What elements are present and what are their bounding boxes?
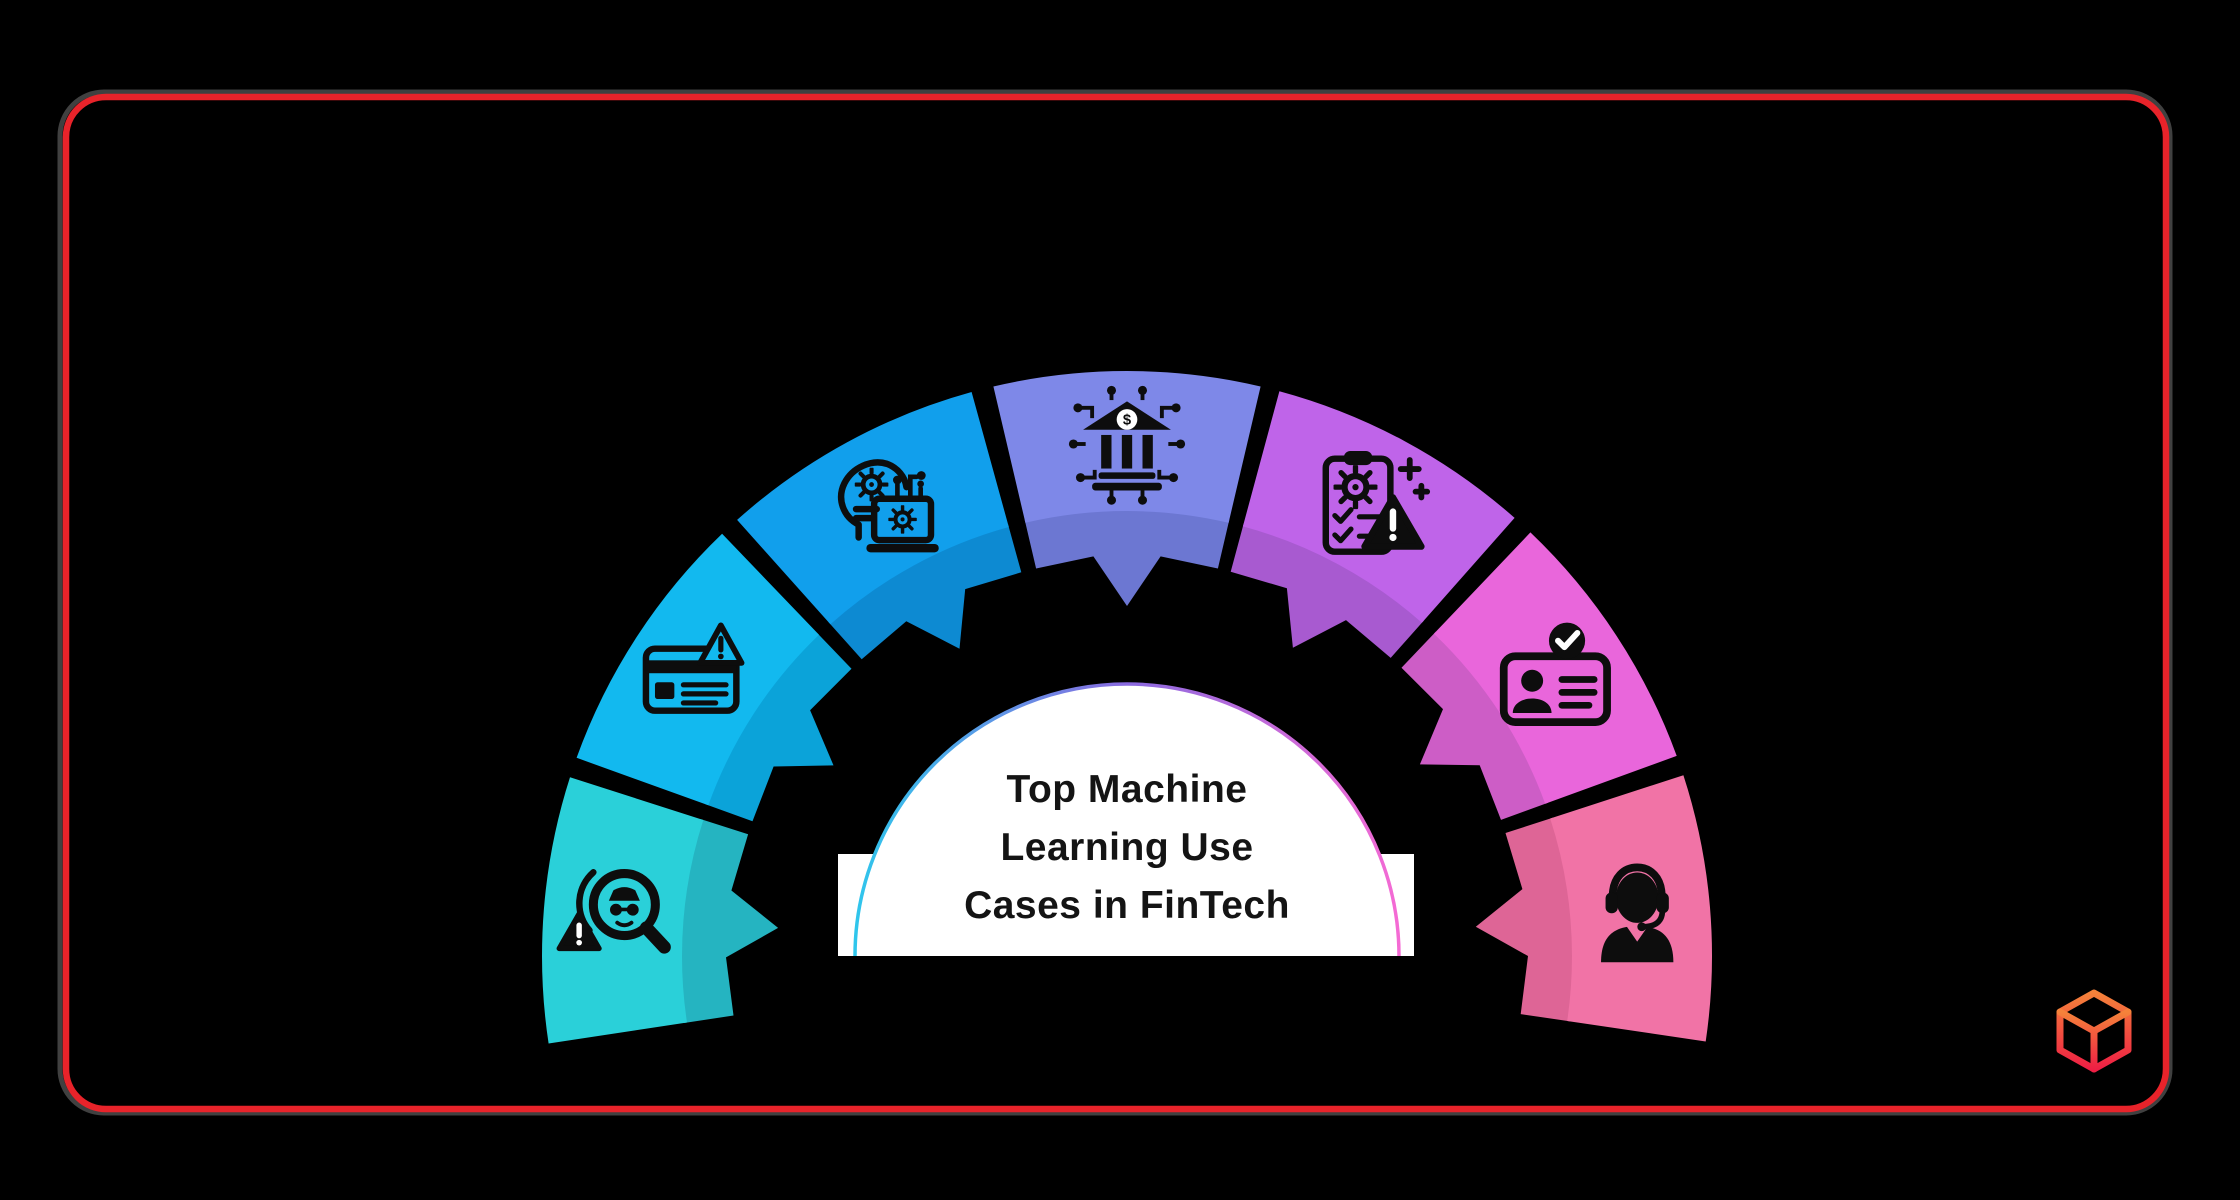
- segment-customer-support: [1475, 775, 1712, 1042]
- segment-inner-band: [705, 632, 852, 822]
- frame-border-shadow: [57, 89, 2173, 1116]
- segment-ai-machine-learning: [737, 392, 1022, 660]
- segments-fan: [542, 371, 1712, 1044]
- segment-inner-band: [1401, 631, 1548, 820]
- segment-inner-band: [678, 819, 779, 1023]
- cube-logo: [2056, 989, 2132, 1073]
- title-semicircle: [855, 684, 1399, 956]
- segment-identity-verification: [1401, 532, 1677, 820]
- segment-digital-banking: [993, 371, 1261, 606]
- segment-inner-band: [828, 524, 1022, 660]
- segment-outer-band: [1242, 391, 1515, 623]
- title-line-2: Learning Use: [1000, 826, 1253, 869]
- segment-credit-card-risk: [576, 533, 852, 822]
- title-line-1: Top Machine: [1007, 768, 1248, 811]
- segment-inner-band: [1024, 507, 1230, 606]
- segment-risk-assessment: [1230, 391, 1515, 658]
- segment-inner-band: [1230, 523, 1424, 658]
- segment-fraud-detection: [542, 777, 779, 1044]
- segment-outer-band: [1433, 532, 1677, 804]
- segment-inner-band: [1475, 817, 1576, 1022]
- title-semicircle-ring: [853, 682, 1401, 957]
- frame-border: [62, 93, 2170, 1113]
- title-line-3: Cases in FinTech: [964, 884, 1290, 927]
